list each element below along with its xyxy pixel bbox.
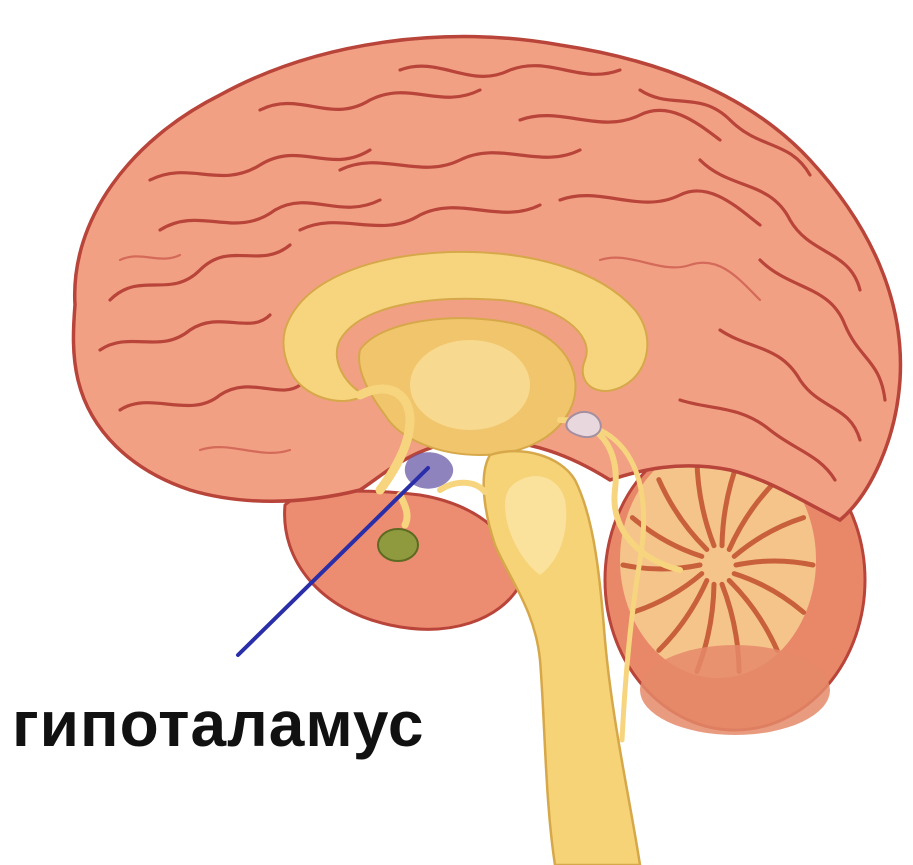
pineal-gland [566,412,600,437]
hypothalamus-label: гипоталамус [12,692,424,756]
optic-chiasm [440,483,485,492]
